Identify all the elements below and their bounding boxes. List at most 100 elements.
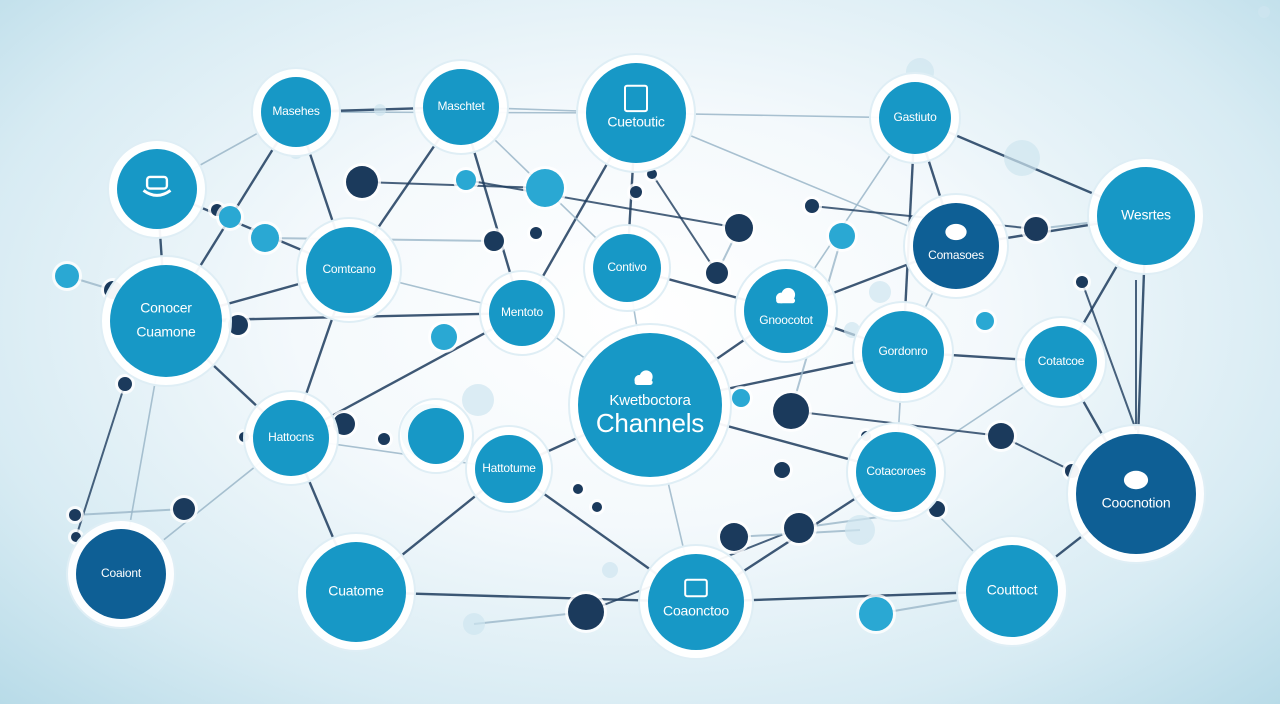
connection-link — [1081, 281, 1137, 431]
junction-dot — [346, 166, 378, 198]
node-disc — [593, 234, 661, 302]
node-ring-edge — [479, 270, 565, 356]
connection-link — [651, 173, 718, 274]
node-ring-edge — [852, 301, 954, 403]
node-disc — [966, 545, 1058, 637]
node-label: Conocer — [140, 300, 192, 316]
node-disc — [261, 77, 331, 147]
node-disc — [1097, 167, 1195, 265]
node-disc — [306, 542, 406, 642]
node-label: Hattocns — [268, 430, 314, 444]
node-label: Wesrtes — [1121, 207, 1171, 223]
node-label: Coaiont — [101, 566, 142, 580]
node-disc — [862, 311, 944, 393]
network-node: Cuetoutic — [576, 53, 696, 173]
node-label: Gastiuto — [893, 110, 937, 124]
junction-dot — [219, 206, 241, 228]
node-ring-edge — [107, 139, 207, 239]
junction-dot — [1076, 276, 1088, 288]
junction-dot — [69, 509, 81, 521]
network-node: Masehes — [251, 67, 341, 157]
node-label: Mentoto — [501, 305, 543, 319]
decorative-bubble — [602, 562, 618, 578]
node-disc — [744, 269, 828, 353]
node-ring-edge — [846, 422, 946, 522]
node-disc — [856, 432, 936, 512]
node-disc — [586, 63, 686, 163]
node-ring-edge — [638, 544, 754, 660]
node-label: Comtcano — [322, 262, 376, 276]
node-ring-edge — [100, 255, 232, 387]
network-node: Coaiont — [66, 519, 176, 629]
node-disc — [1025, 326, 1097, 398]
node-label-secondary: Channels — [596, 408, 704, 438]
node-ring-edge — [413, 59, 509, 155]
connection-link — [361, 181, 546, 189]
node-label: Kwetboctora — [609, 392, 691, 409]
node-label: Hattotume — [482, 461, 536, 475]
node-ring-edge — [1066, 424, 1206, 564]
junction-dot — [333, 413, 355, 435]
network-node: Gnoocotot — [734, 259, 838, 363]
network-node: Coaonctoo — [638, 544, 754, 660]
dots-layer — [52, 163, 1167, 634]
node-label: Cotacoroes — [866, 464, 926, 478]
decorative-bubble — [845, 515, 875, 545]
junction-dot — [976, 312, 994, 330]
junction-dot — [526, 169, 564, 207]
screen-icon — [684, 578, 708, 598]
node-ring-edge — [568, 323, 732, 487]
network-node: Comtcano — [296, 217, 402, 323]
junction-dot — [173, 498, 195, 520]
junction-dot — [988, 423, 1014, 449]
network-node: Cuatome — [296, 532, 416, 652]
network-node: Coocnotion — [1066, 424, 1206, 564]
node-label: Cotatcoe — [1038, 354, 1085, 368]
junction-dot — [829, 223, 855, 249]
node-disc — [879, 82, 951, 154]
node-label: Cuatome — [328, 583, 384, 599]
network-node: Maschtet — [413, 59, 509, 155]
node-label: Coocnotion — [1102, 495, 1171, 511]
decorative-bubble — [374, 104, 386, 116]
node-disc — [913, 203, 999, 289]
junction-dot — [647, 169, 657, 179]
document-icon — [624, 84, 648, 113]
junction-dot — [251, 224, 279, 252]
node-disc — [76, 529, 166, 619]
cloud-icon — [634, 370, 653, 385]
chat-bubble-icon — [945, 223, 967, 241]
node-ring-edge — [1015, 316, 1107, 408]
network-node: Mentoto — [479, 270, 565, 356]
connection-link — [74, 508, 185, 516]
node-disc — [253, 400, 329, 476]
node-ring-edge — [398, 398, 474, 474]
node-label: Couttoct — [987, 582, 1038, 598]
network-node: Cotacoroes — [846, 422, 946, 522]
cloud-icon — [775, 287, 796, 304]
junction-dot — [118, 377, 132, 391]
node-ring-edge — [734, 259, 838, 363]
node-label: Gnoocotot — [759, 313, 813, 327]
decorative-bubble — [463, 613, 485, 635]
junction-dot — [484, 231, 504, 251]
node-ring-edge — [583, 224, 671, 312]
junction-dot — [630, 186, 642, 198]
junction-dot — [732, 389, 750, 407]
node-ring-edge — [869, 72, 961, 164]
decorative-bubble — [1004, 140, 1040, 176]
junction-dot — [774, 462, 790, 478]
connection-link — [75, 383, 126, 538]
network-node: Contivo — [583, 224, 671, 312]
connection-link — [465, 179, 740, 229]
laptop-icon — [142, 175, 172, 197]
node-disc — [423, 69, 499, 145]
node-ring-edge — [465, 425, 553, 513]
node-ring-edge — [296, 217, 402, 323]
node-label: Coaonctoo — [663, 603, 729, 619]
junction-dot — [784, 513, 814, 543]
junction-dot — [859, 597, 893, 631]
node-ring-edge — [576, 53, 696, 173]
junction-dot — [378, 433, 390, 445]
